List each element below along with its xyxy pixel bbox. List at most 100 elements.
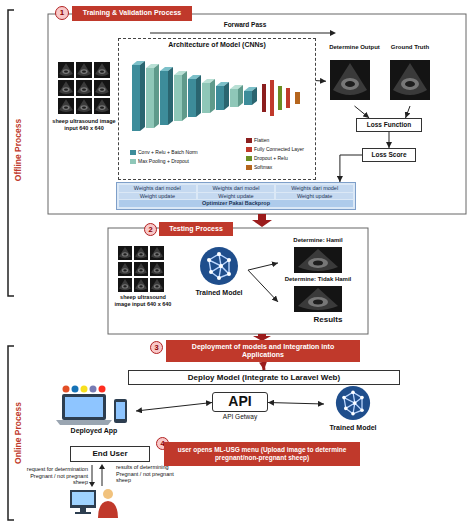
trained-model: Trained Model [190,244,248,302]
node-text: Deployed App [52,427,136,435]
request-arrow [89,464,105,487]
device-icon [72,386,79,393]
process-panel [48,14,466,334]
step-banner: Training & Validation Process [72,6,192,21]
ultrasound-image [58,62,74,78]
legend-entry: Conv + Relu + Batch Norm [130,150,198,156]
cnn-layers [140,61,145,131]
cnn-layers [188,79,196,117]
section-title: Online Process [13,402,23,464]
section-title: Offline Process [13,119,23,181]
legend-entry: Flatten [246,138,269,144]
ultrasound-image [76,98,92,114]
brain-icon [336,386,370,420]
node-text: Weights dari model [276,185,353,192]
node-text: Testing Process [169,225,223,233]
ultrasound-image [94,62,110,78]
device-icon [63,386,70,393]
node-text: Determine: Hamil [278,237,358,244]
node-text: Loss Score [371,151,406,159]
process-box: Loss Score [362,148,416,162]
connector-arrow [248,270,278,302]
device-icon [65,397,103,417]
ultrasound-image [58,60,430,312]
user-icon [75,512,91,514]
flow-label: Forward Pass [215,21,275,29]
legend-text: Softmax [254,165,272,171]
node-text: Weight update [119,193,196,200]
legend-entry: Max Pooling + Dropout [130,159,189,165]
node-text: sheep ultrasound image input 640 x 640 [51,118,117,131]
device-icon [116,402,125,419]
cnn-layers [244,91,252,105]
node-text: Deployment of models and Integration int… [171,343,355,360]
cnn-layers [238,85,243,107]
connector-arrow [268,403,324,405]
node-text: Optimizer Pakai Backprop [119,200,353,207]
ultrasound-image [118,246,132,260]
flow-note: request for determination Pregnant / not… [22,466,88,486]
process-panel [48,14,466,214]
request-arrow [99,464,105,469]
callout-number: 3 [150,341,163,354]
legend-text: Max Pooling + Dropout [138,159,189,165]
node-text: Trained Model [190,289,248,297]
cnn-layers [132,61,300,131]
user-icon [70,489,118,518]
cnn-layers [295,92,300,104]
brain-icon [200,247,238,285]
result-image: Determine: Tidak Hamil [278,276,358,313]
user-icon [103,489,113,499]
device-icon [62,394,106,420]
ultrasound-image [118,262,132,276]
forward-pass-arrow [150,32,330,33]
connector-arrow [136,403,212,412]
legend-entry: Fully Connected Layer [246,147,304,153]
cnn-layers [146,68,154,128]
cnn-layers [196,75,201,117]
legend-swatch [130,150,136,155]
node-text: Determine: Tidak Hamil [278,276,358,283]
ultrasound-image [150,278,164,292]
ultrasound-image [150,262,164,276]
request-arrow [92,465,93,484]
ultrasound-image [58,80,74,96]
ultrasound-image [150,246,164,260]
cnn-layers [286,88,290,108]
node-text: Weights dari model [198,185,275,192]
cnn-layers [160,71,168,125]
node-text: user opens ML-USG menu (Upload image to … [169,446,355,462]
node-text: 3 [154,344,158,352]
ground-truth-image: Ground Truth [386,44,434,106]
forward-pass-arrow [330,30,336,36]
ultrasound-image [330,60,370,100]
device-icon [90,386,97,393]
ultrasound-image [94,98,110,114]
connector-arrow [248,263,278,270]
step-banner: Testing Process [159,222,233,236]
ultrasound-image [76,80,92,96]
node-text: Loss Function [367,121,411,129]
process-box: End User [70,446,150,462]
process-panel [108,228,368,334]
output-image: Determine Output [326,44,383,106]
cnn-layers [262,84,266,112]
node-text: API [212,392,268,412]
cnn-layers [278,86,282,110]
ultrasound-image [294,247,342,273]
ultrasound-image [76,62,92,78]
user-icon [80,508,86,512]
node-text: End User [92,449,127,459]
cnn-layers [216,86,224,110]
node-text: Determine Output [326,44,383,51]
legend-text: Fully Connected Layer [254,147,304,153]
cnn-layers [132,65,140,131]
node-text: Weight update [276,193,353,200]
node-text: Weight update [198,193,275,200]
legend-text: Conv + Relu + Batch Norm [138,150,198,156]
trained-model: Trained Model [324,384,382,434]
callout-number: 2 [144,223,157,236]
ultrasound-image [118,278,132,292]
cnn-layers [252,87,257,105]
